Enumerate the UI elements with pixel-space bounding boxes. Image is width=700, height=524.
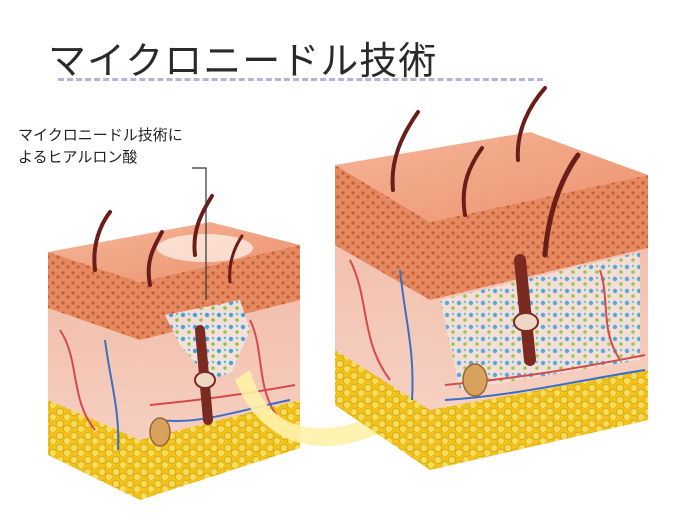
page-title: マイクロニードル技術 [48, 39, 438, 83]
title-dashed-rule [58, 78, 543, 81]
callout-label-line-1: マイクロニードル技術に [18, 126, 183, 144]
skin-block-after [335, 86, 648, 470]
callout-leader-line [192, 167, 207, 300]
callout-label-line-2: よるヒアルロン酸 [18, 148, 138, 166]
transition-arrow [235, 370, 455, 447]
skin-block-before [48, 194, 300, 500]
